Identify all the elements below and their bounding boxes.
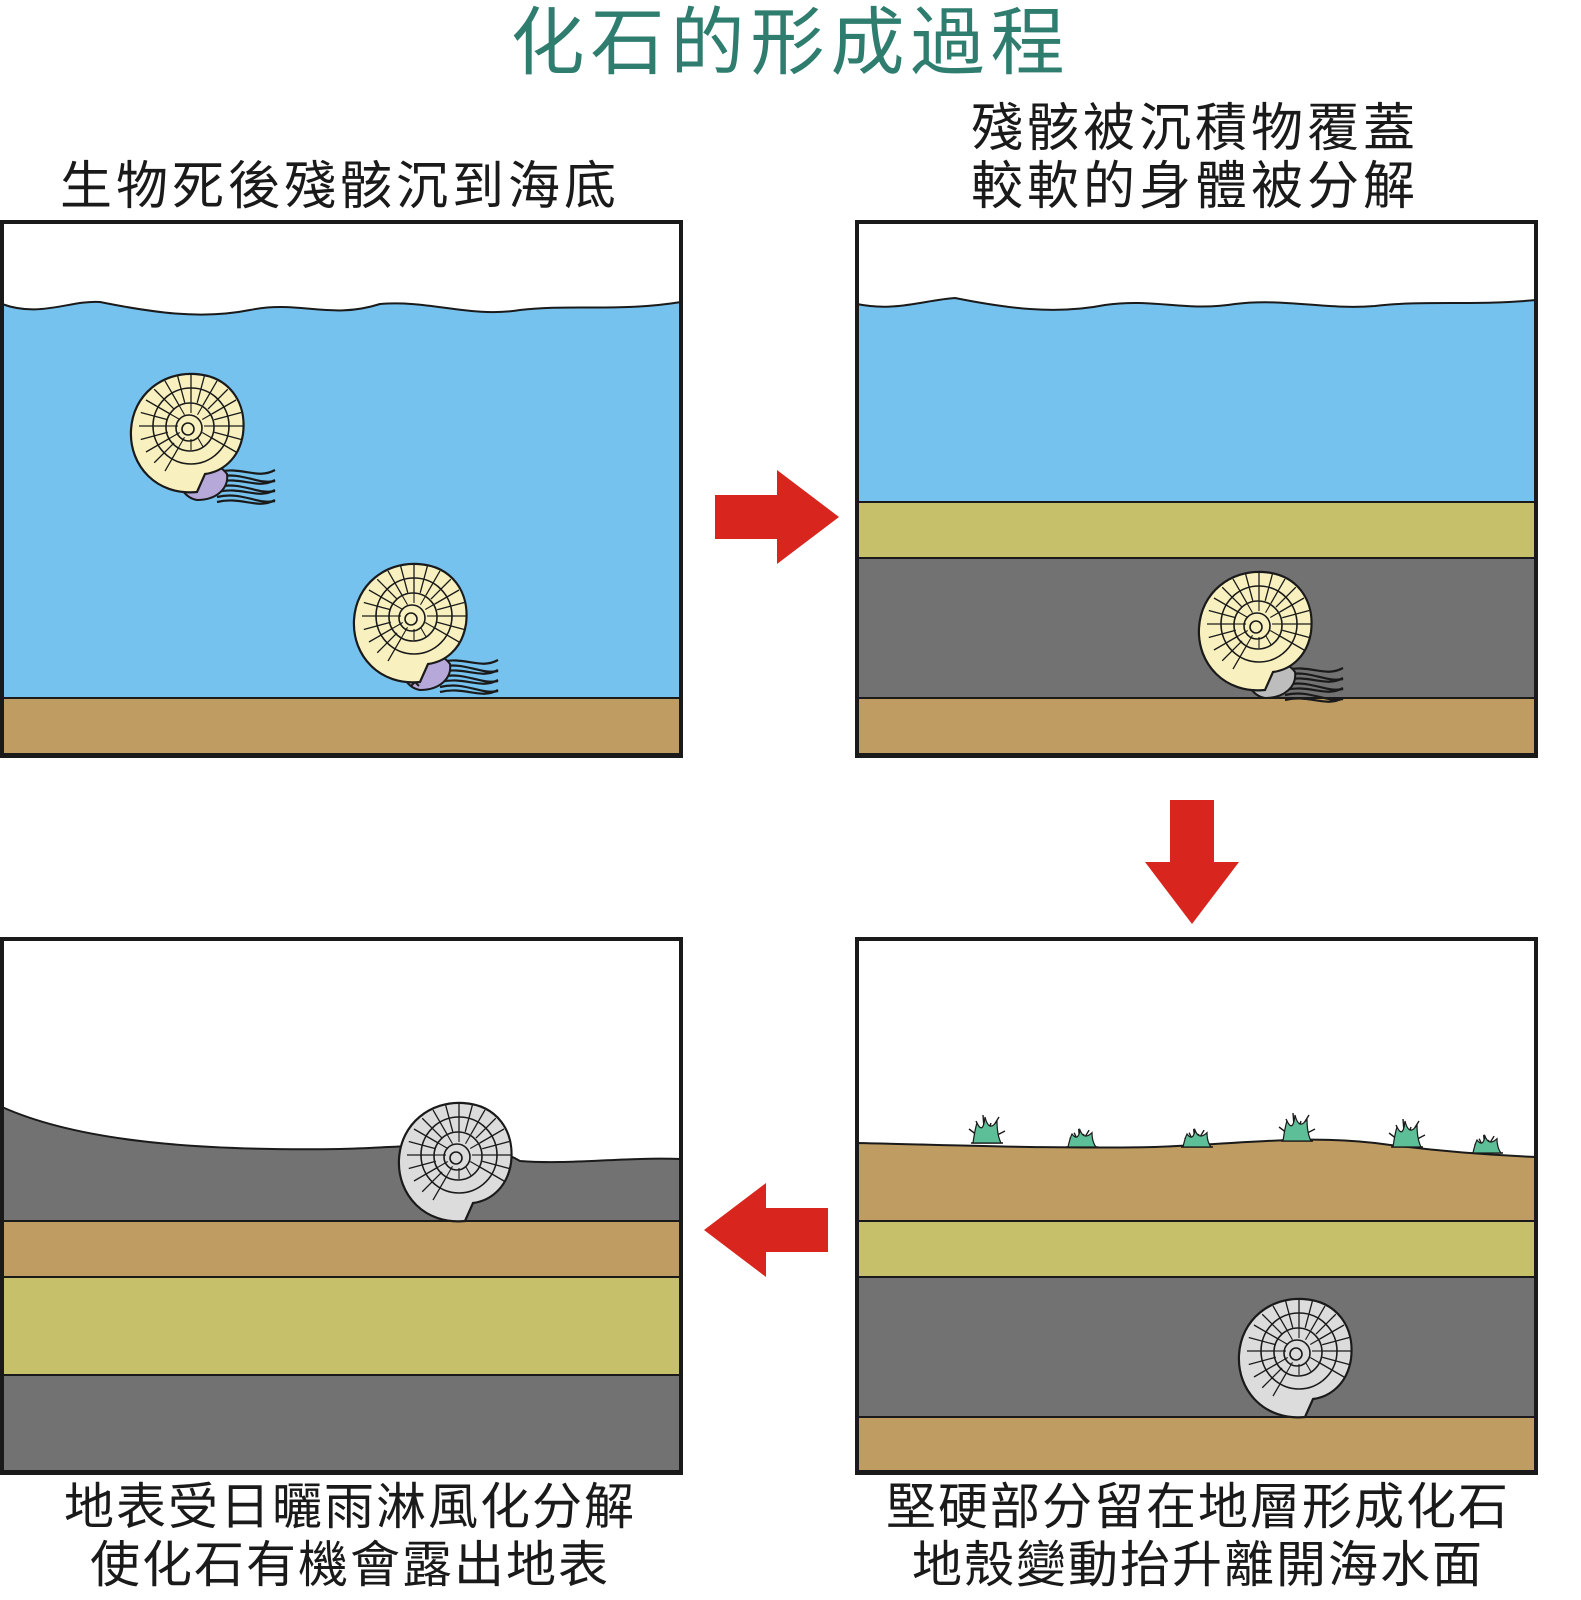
grass-tuft-icon bbox=[968, 1114, 1006, 1144]
sediment-layer-yellow bbox=[856, 501, 1537, 559]
grass-tuft-icon bbox=[1066, 1127, 1098, 1148]
arrow-right-icon bbox=[715, 470, 839, 564]
grass-tuft-icon bbox=[1388, 1118, 1426, 1148]
caption-line: 較軟的身體被分解 bbox=[970, 157, 1419, 217]
grass-tuft-icon bbox=[1471, 1133, 1503, 1154]
arrow-down-icon bbox=[1145, 800, 1239, 924]
caption-panel-2: 殘骸被沉積物覆蓋 較軟的身體被分解 bbox=[855, 100, 1535, 216]
sea-water bbox=[856, 296, 1537, 503]
ammonite-icon bbox=[1197, 570, 1344, 703]
sediment-layer-gray bbox=[1, 1374, 682, 1472]
land-surface bbox=[856, 1138, 1537, 1222]
panel-1-sinking bbox=[0, 220, 683, 758]
caption-line: 殘骸被沉積物覆蓋 bbox=[970, 99, 1419, 159]
caption-line: 堅硬部分留在地層形成化石 bbox=[886, 1478, 1510, 1536]
page-title: 化石的形成過程 bbox=[510, 0, 1071, 86]
sediment-layer-yellow bbox=[856, 1220, 1537, 1278]
ammonite-icon bbox=[397, 1101, 513, 1223]
ammonite-icon bbox=[129, 372, 276, 505]
ammonite-icon bbox=[1237, 1297, 1353, 1419]
caption-panel-4: 地表受日曬雨淋風化分解 使化石有機會露出地表 bbox=[0, 1478, 700, 1594]
caption-line: 生物死後殘骸沉到海底 bbox=[59, 157, 620, 217]
sediment-layer-gray bbox=[856, 1276, 1537, 1418]
sediment-layer-gray bbox=[856, 557, 1537, 699]
rock-layer-sand bbox=[856, 1416, 1537, 1472]
caption-line: 地表受日曬雨淋風化分解 bbox=[64, 1478, 636, 1536]
caption-line: 使化石有機會露出地表 bbox=[90, 1536, 610, 1594]
sea-water bbox=[1, 300, 682, 699]
rock-layer-sand bbox=[1, 1220, 682, 1278]
sea-floor-sand bbox=[1, 697, 682, 755]
sediment-layer-yellow bbox=[1, 1276, 682, 1376]
caption-panel-1: 生物死後殘骸沉到海底 bbox=[0, 158, 680, 216]
sea-floor-sand bbox=[856, 697, 1537, 755]
arrow-left-icon bbox=[704, 1183, 828, 1277]
panel-3-uplifted bbox=[855, 937, 1538, 1475]
grass-tuft-icon bbox=[1278, 1112, 1316, 1142]
panel-2-buried bbox=[855, 220, 1538, 758]
caption-line: 地殼變動抬升離開海水面 bbox=[912, 1536, 1484, 1594]
panel-4-exposed bbox=[0, 937, 683, 1475]
grass-tuft-icon bbox=[1181, 1127, 1213, 1148]
ammonite-icon bbox=[352, 562, 499, 695]
caption-panel-3: 堅硬部分留在地層形成化石 地殼變動抬升離開海水面 bbox=[815, 1478, 1581, 1594]
